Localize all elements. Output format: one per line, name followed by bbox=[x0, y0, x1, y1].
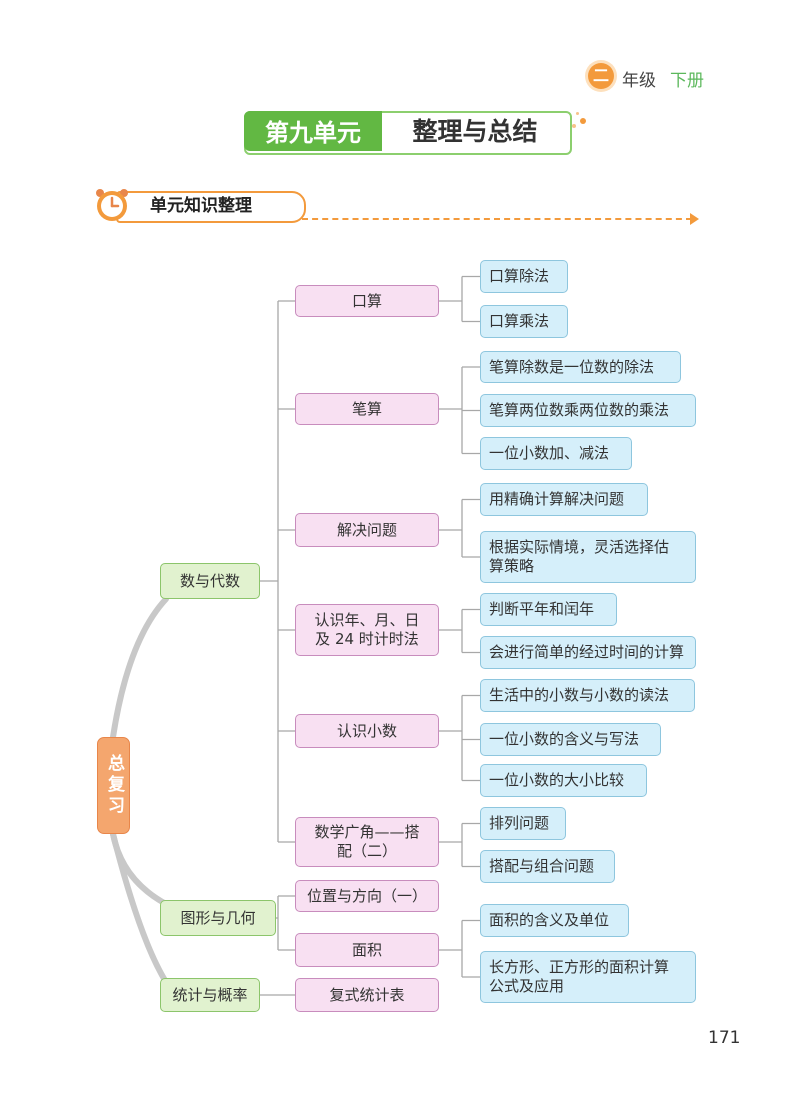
item-node: 搭配与组合问题 bbox=[480, 850, 615, 883]
topic-node: 认识小数 bbox=[295, 714, 439, 748]
topic-node: 解决问题 bbox=[295, 513, 439, 547]
topic-node: 数学广角——搭 配（二） bbox=[295, 817, 439, 867]
grade-label: 年级 bbox=[622, 71, 656, 91]
item-node: 面积的含义及单位 bbox=[480, 904, 629, 937]
item-node: 一位小数加、减法 bbox=[480, 437, 632, 470]
item-node: 用精确计算解决问题 bbox=[480, 483, 648, 516]
item-node: 笔算除数是一位数的除法 bbox=[480, 351, 681, 383]
domain-node: 数与代数 bbox=[160, 563, 260, 599]
item-node: 会进行简单的经过时间的计算 bbox=[480, 636, 696, 669]
topic-node: 位置与方向（一） bbox=[295, 880, 439, 912]
topic-node: 口算 bbox=[295, 285, 439, 317]
page-number: 171 bbox=[708, 1028, 741, 1048]
topic-node: 认识年、月、日 及 24 时计时法 bbox=[295, 604, 439, 656]
section-header-bar bbox=[116, 191, 306, 223]
dashed-arrow-line bbox=[302, 218, 692, 220]
item-node: 判断平年和闰年 bbox=[480, 593, 617, 626]
item-node: 排列问题 bbox=[480, 807, 566, 840]
topic-node: 面积 bbox=[295, 933, 439, 967]
item-node: 生活中的小数与小数的读法 bbox=[480, 679, 695, 712]
arrow-head-icon bbox=[690, 213, 699, 225]
unit-label: 第九单元 bbox=[244, 111, 382, 151]
unit-title: 整理与总结 bbox=[412, 117, 538, 146]
root-node: 总复习 bbox=[97, 737, 130, 834]
topic-node: 复式统计表 bbox=[295, 978, 439, 1012]
alarm-clock-icon bbox=[96, 189, 128, 221]
item-node: 一位小数的含义与写法 bbox=[480, 723, 661, 756]
domain-node: 图形与几何 bbox=[160, 900, 276, 936]
grade-term: 下册 bbox=[670, 71, 704, 91]
item-node: 笔算两位数乘两位数的乘法 bbox=[480, 394, 696, 427]
item-node: 口算除法 bbox=[480, 260, 568, 293]
item-node: 口算乘法 bbox=[480, 305, 568, 338]
item-node: 根据实际情境，灵活选择估 算策略 bbox=[480, 531, 696, 583]
item-node: 长方形、正方形的面积计算 公式及应用 bbox=[480, 951, 696, 1003]
topic-node: 笔算 bbox=[295, 393, 439, 425]
section-label: 单元知识整理 bbox=[150, 196, 252, 216]
grade-number-badge: 二 bbox=[588, 63, 614, 89]
domain-node: 统计与概率 bbox=[160, 978, 260, 1012]
item-node: 一位小数的大小比较 bbox=[480, 764, 647, 797]
